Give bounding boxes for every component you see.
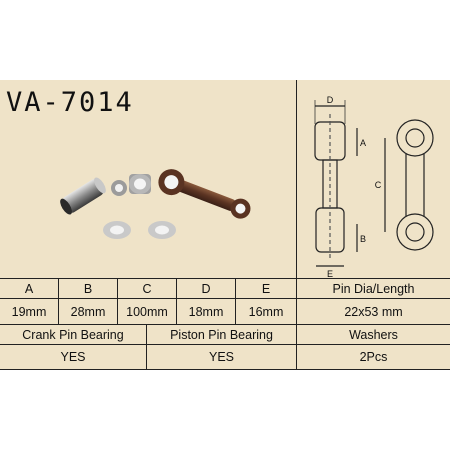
column-header-a: A	[24, 281, 34, 296]
drawing-divider	[296, 80, 297, 298]
dimension-label-e: E	[327, 269, 333, 279]
small-bearing-image	[111, 180, 127, 196]
column-header-pin: Pin Dia/Length	[332, 281, 415, 296]
column-header-c: C	[142, 281, 152, 296]
col-rule-de	[235, 278, 236, 324]
column-header-e: E	[261, 281, 271, 296]
column-header-d: D	[201, 281, 211, 296]
table-top-rule	[0, 278, 450, 279]
column-header-crank-pin-bearing: Crank Pin Bearing	[22, 327, 124, 342]
column-header-b: B	[83, 281, 93, 296]
value-washers: 2Pcs	[359, 350, 388, 364]
spec-sheet	[0, 80, 450, 370]
col-rule-bc	[117, 278, 118, 324]
table-bottom-rule	[0, 369, 450, 370]
connecting-rod-image	[158, 169, 251, 219]
value-c: 100mm	[126, 304, 168, 319]
value-d: 18mm	[188, 304, 224, 319]
col-rule-ab	[58, 278, 59, 324]
value-a: 19mm	[11, 304, 47, 319]
col-rule-ep	[296, 278, 297, 324]
dimension-label-b: B	[360, 234, 366, 244]
value-b: 28mm	[70, 304, 106, 319]
col-rule-cd	[176, 278, 177, 324]
kit-photo	[60, 169, 251, 239]
value-crank-pin-bearing: YES	[60, 350, 86, 364]
large-bearing-image	[129, 174, 151, 194]
dimension-label-d: D	[327, 95, 334, 105]
dimension-label-c: C	[375, 180, 382, 190]
dimension-label-a: A	[360, 138, 366, 148]
rod-dimension-drawing: D A B C E	[314, 95, 434, 279]
part-number: VA-7014	[6, 87, 134, 118]
value-e: 16mm	[248, 304, 284, 319]
row-rule-2	[0, 324, 450, 325]
col-rule-crank-piston	[146, 324, 147, 370]
row-rule-3	[0, 344, 450, 345]
value-piston-pin-bearing: YES	[208, 350, 234, 364]
column-header-piston-pin-bearing: Piston Pin Bearing	[170, 327, 273, 342]
washer-image	[103, 221, 131, 239]
front-view-small-end	[396, 213, 434, 251]
column-header-washers: Washers	[349, 327, 398, 342]
side-view-big-end	[314, 121, 346, 161]
front-view-big-end	[396, 119, 434, 157]
crank-pin-image	[60, 177, 106, 215]
col-rule-piston-washers	[296, 324, 297, 370]
washer-image	[148, 221, 176, 239]
row-rule-1	[0, 298, 450, 299]
value-pin: 22x53 mm	[344, 304, 403, 319]
